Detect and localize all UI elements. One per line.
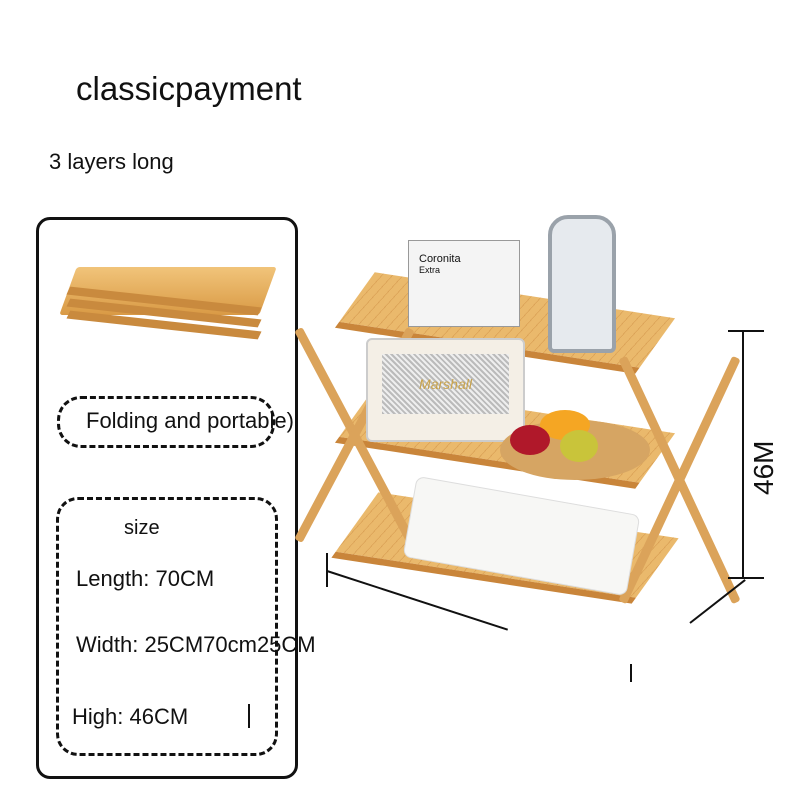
lantern: [548, 215, 616, 353]
folded-shelf-image: [59, 255, 278, 365]
spec-panel: [36, 217, 298, 779]
length-dimension-cap: [326, 553, 328, 587]
tick-mark: [630, 664, 632, 682]
speaker-brand: Marshall: [382, 354, 509, 414]
feature-badge: [57, 396, 275, 448]
size-heading: size: [124, 517, 160, 539]
size-box: [56, 497, 278, 756]
box-brand: Coronita: [419, 253, 461, 265]
spec-width: Width: 25CM70cm25CM: [76, 632, 316, 657]
text-cursor-mark: [248, 704, 250, 728]
subtitle: 3 layers long: [49, 149, 174, 174]
fruit-plate: [500, 410, 650, 480]
height-label: 46M: [748, 440, 779, 495]
spec-length: Length: 70CM: [76, 566, 215, 591]
height-dimension-line: [742, 330, 744, 578]
speaker: Marshall: [366, 338, 525, 442]
height-dimension-cap: [728, 330, 764, 332]
spec-height: High: 46CM: [72, 704, 189, 729]
box-sub: Extra: [419, 265, 441, 275]
height-dimension-cap: [728, 577, 764, 579]
shelf-illustration: Coronita Extra Marshall: [294, 195, 741, 625]
beer-box: Coronita Extra: [408, 240, 520, 327]
feature-folding: Folding and portable): [86, 408, 294, 433]
page-title: classicpayment: [76, 70, 302, 107]
